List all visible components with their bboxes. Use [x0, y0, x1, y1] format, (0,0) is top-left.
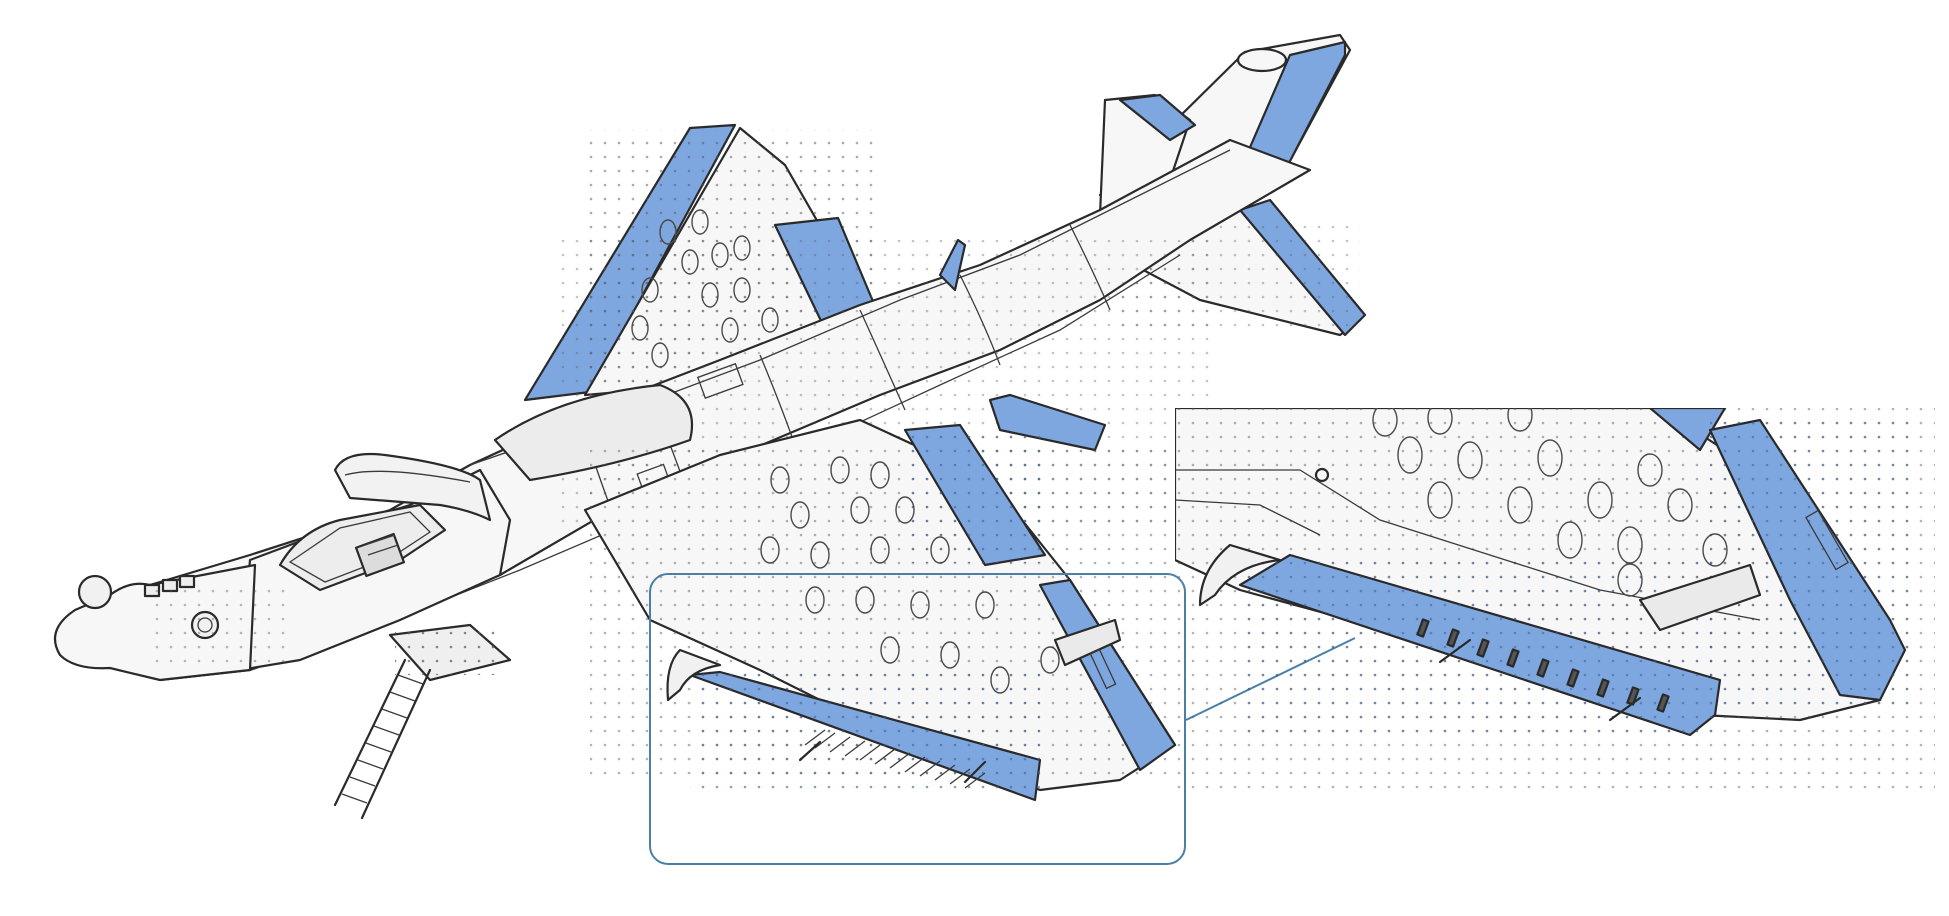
zoom-access-panels — [1372, 408, 1728, 597]
nose-rivets — [150, 580, 290, 670]
zoom-actuator-rod-2 — [1608, 696, 1642, 722]
flap-hinge-fairings — [804, 729, 986, 789]
nose-section — [53, 452, 512, 682]
inboard-flap-rivets — [905, 428, 1045, 563]
boarding-ladder — [333, 623, 512, 820]
ventral-speed-brake — [988, 393, 1107, 452]
zoomed-detail-view — [1175, 408, 1935, 798]
zoom-leading-edge-root — [1198, 543, 1282, 607]
zoom-actuator-rod-1 — [1438, 638, 1472, 664]
wingtip-access-panel — [1089, 648, 1117, 690]
zoom-fastener — [1314, 467, 1330, 483]
tail-antenna-fairing — [1236, 47, 1288, 73]
open-canopy — [333, 452, 492, 522]
nose-probe — [77, 574, 113, 610]
canopy-glass — [288, 511, 432, 583]
avionics-hatch — [696, 362, 744, 399]
zoom-flap-hinge-fairings — [1416, 618, 1670, 713]
left-wing-access-panels — [760, 456, 1060, 694]
dorsal-blade-antenna — [938, 238, 967, 292]
zoom-aileron-rivets — [1710, 420, 1910, 705]
left-wing-leading-edge-root — [666, 648, 722, 702]
flap-actuator-rod-1 — [798, 740, 822, 762]
trailing-edge-flap-rivets — [690, 672, 1040, 797]
ejection-seat — [354, 532, 406, 578]
left-elevator — [1118, 93, 1197, 142]
flap-actuator-rod-2 — [963, 760, 987, 784]
wing-fence — [1053, 618, 1122, 667]
zoom-wingtip-access-panel — [1805, 509, 1849, 571]
zoom-wing-fence — [1638, 563, 1762, 632]
left-wing — [583, 418, 1177, 802]
